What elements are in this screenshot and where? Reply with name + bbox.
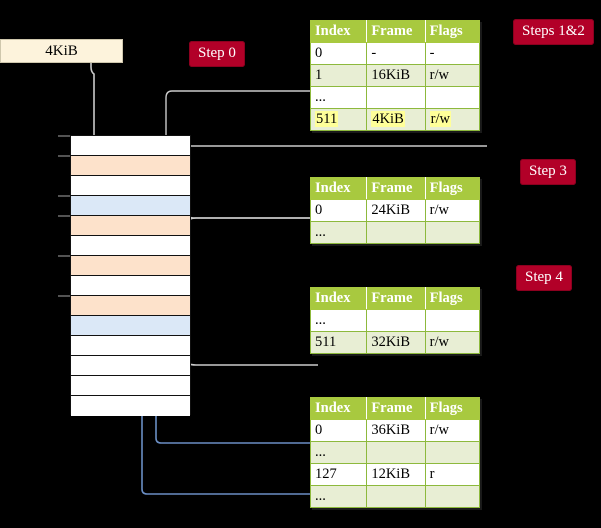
cell-index: ... bbox=[309, 441, 368, 464]
memory-frame-row bbox=[71, 156, 190, 176]
memory-frame-row bbox=[71, 176, 190, 196]
badge-step-3: Step 3 bbox=[520, 159, 576, 185]
cell-flags bbox=[424, 309, 481, 332]
physical-memory-column bbox=[70, 135, 191, 416]
memory-frame-row bbox=[71, 376, 190, 396]
badge-step-0: Step 0 bbox=[189, 41, 245, 67]
cell-index: ... bbox=[309, 86, 368, 109]
table-row[interactable]: 0-- bbox=[309, 42, 481, 65]
column-header-index: Index bbox=[309, 287, 368, 310]
badge-steps-1-2: Steps 1&2 bbox=[513, 19, 594, 45]
memory-frame-row bbox=[71, 136, 190, 156]
cell-index: ... bbox=[309, 221, 368, 244]
cell-flags: r/w bbox=[424, 331, 481, 354]
cell-flags: r/w bbox=[424, 419, 481, 442]
memory-frame-row bbox=[71, 296, 190, 316]
column-header-frame: Frame bbox=[366, 177, 426, 200]
column-header-frame: Frame bbox=[366, 397, 426, 420]
cell-flags: r/w bbox=[424, 199, 481, 222]
cell-index: ... bbox=[309, 485, 368, 508]
highlighted-value: 4KiB bbox=[371, 110, 405, 127]
cell-frame: 36KiB bbox=[366, 419, 426, 442]
column-header-frame: Frame bbox=[366, 20, 426, 43]
table-row[interactable]: ... bbox=[309, 441, 481, 464]
column-header-index: Index bbox=[309, 397, 368, 420]
cell-frame: 12KiB bbox=[366, 463, 426, 486]
cell-index: 511 bbox=[309, 331, 368, 354]
highlighted-value: r/w bbox=[429, 110, 452, 127]
cell-flags bbox=[424, 86, 481, 109]
column-header-flags: Flags bbox=[424, 177, 481, 200]
cell-frame bbox=[366, 86, 426, 109]
table-row[interactable]: 511 4KiB r/w bbox=[309, 108, 481, 131]
arrow-mem-row5 bbox=[183, 217, 318, 257]
arrow-mem-row9-up bbox=[174, 317, 318, 366]
badge-step-4: Step 4 bbox=[516, 265, 572, 291]
memory-frame-row bbox=[71, 396, 190, 416]
column-header-index: Index bbox=[309, 177, 368, 200]
cell-index: 0 bbox=[309, 419, 368, 442]
cell-frame bbox=[366, 485, 426, 508]
memory-frame-row bbox=[71, 196, 190, 216]
memory-frame-row bbox=[71, 256, 190, 276]
wire-blue-table3-row0 bbox=[155, 437, 320, 444]
source-size-box: 4KiB bbox=[0, 39, 123, 63]
cell-index: 0 bbox=[309, 42, 368, 65]
highlighted-value: 511 bbox=[315, 110, 339, 127]
cell-index: 511 bbox=[309, 108, 368, 131]
cell-flags bbox=[424, 485, 481, 508]
table-row[interactable]: ... bbox=[309, 485, 481, 508]
cell-frame bbox=[366, 441, 426, 464]
cell-index: 1 bbox=[309, 64, 368, 87]
column-header-frame: Frame bbox=[366, 287, 426, 310]
memory-frame-row bbox=[71, 276, 190, 296]
cell-frame bbox=[366, 309, 426, 332]
wire-blue-table3-row127 bbox=[141, 488, 320, 495]
table-row[interactable]: ... bbox=[309, 309, 481, 332]
table-row[interactable]: ... bbox=[309, 221, 481, 244]
cell-frame: 16KiB bbox=[366, 64, 426, 87]
cell-index: 0 bbox=[309, 199, 368, 222]
column-header-flags: Flags bbox=[424, 287, 481, 310]
cell-flags bbox=[424, 221, 481, 244]
cell-frame bbox=[366, 221, 426, 244]
cell-index: ... bbox=[309, 309, 368, 332]
cell-frame: 32KiB bbox=[366, 331, 426, 354]
cell-flags: - bbox=[424, 42, 481, 65]
cell-frame: - bbox=[366, 42, 426, 65]
cell-frame: 4KiB bbox=[366, 108, 426, 131]
cell-flags: r/w bbox=[424, 108, 481, 131]
memory-frame-row bbox=[71, 316, 190, 336]
memory-frame-row bbox=[71, 356, 190, 376]
column-header-flags: Flags bbox=[424, 20, 481, 43]
cell-flags: r bbox=[424, 463, 481, 486]
cell-flags bbox=[424, 441, 481, 464]
memory-frame-row bbox=[71, 216, 190, 236]
source-size-label: 4KiB bbox=[45, 42, 78, 59]
cell-frame: 24KiB bbox=[366, 199, 426, 222]
table-row[interactable]: ... bbox=[309, 86, 481, 109]
cell-flags: r/w bbox=[424, 64, 481, 87]
cell-index: 127 bbox=[309, 463, 368, 486]
column-header-index: Index bbox=[309, 20, 368, 43]
memory-frame-row bbox=[71, 236, 190, 256]
memory-frame-row bbox=[71, 336, 190, 356]
column-header-flags: Flags bbox=[424, 397, 481, 420]
